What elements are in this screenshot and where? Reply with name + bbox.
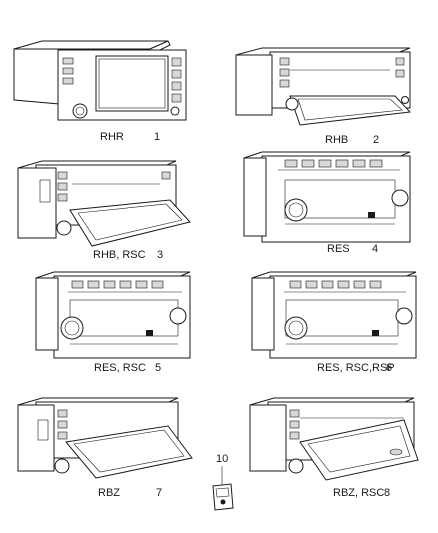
part-2-drawing — [235, 47, 412, 126]
part-5-drawing — [35, 271, 191, 359]
part-4-drawing — [243, 151, 411, 243]
part-7-label: RBZ — [98, 487, 120, 499]
part-8-drawing — [249, 397, 419, 481]
part-1-label: RHR — [100, 131, 124, 143]
part-5-label: RES, RSC — [94, 362, 146, 374]
part-4-label: RES — [327, 243, 350, 255]
part-7-drawing — [17, 397, 193, 479]
part-3-label: RHB, RSC — [93, 249, 146, 261]
part-6-number: 6 — [386, 362, 392, 374]
part-4-number: 4 — [372, 243, 378, 255]
part-1-number: 1 — [154, 131, 160, 143]
part-8-label: RBZ, RSC — [333, 487, 384, 499]
part-3-number: 3 — [157, 249, 163, 261]
part-8-number: 8 — [384, 487, 390, 499]
part-2-number: 2 — [373, 134, 379, 146]
part-6-drawing — [251, 271, 417, 359]
part-1-drawing — [13, 40, 187, 121]
part-10-drawing — [212, 466, 234, 511]
part-2-label: RHB — [325, 134, 348, 146]
part-5-number: 5 — [155, 362, 161, 374]
part-6-label: RES, RSC,RSP — [317, 362, 395, 374]
part-10-number: 10 — [216, 453, 228, 465]
part-7-number: 7 — [156, 487, 162, 499]
part-3-drawing — [17, 160, 191, 247]
